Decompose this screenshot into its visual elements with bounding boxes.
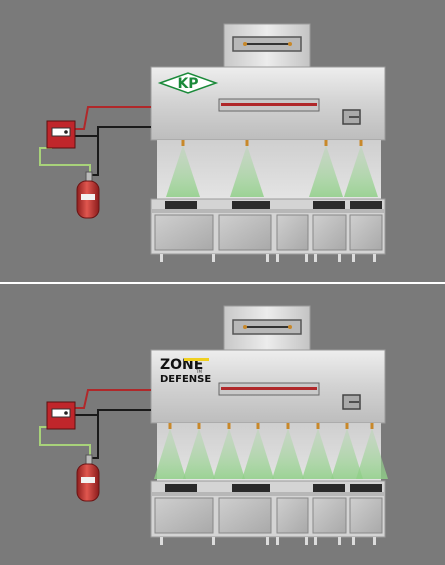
- logo-line2: DEFENSE: [160, 374, 211, 385]
- nozzle: [324, 140, 328, 146]
- appliance-doors: [154, 214, 383, 251]
- kp-logo: KP: [157, 72, 219, 94]
- nozzle: [286, 423, 290, 429]
- nozzle: [197, 423, 201, 429]
- appliance-legs: [160, 537, 376, 545]
- nozzle: [316, 423, 320, 429]
- spray-cone: [356, 428, 388, 479]
- spray-cone: [302, 428, 334, 479]
- agent-cylinder: [76, 454, 100, 502]
- appliance-legs: [160, 254, 376, 262]
- spray-cone: [242, 428, 274, 479]
- panel-top: KP: [39, 23, 386, 262]
- nozzle: [181, 140, 185, 146]
- panel-bottom: ZONE TM DEFENSE: [39, 305, 388, 545]
- spray-cone: [213, 428, 245, 479]
- zone-defense-logo: ZONE TM DEFENSE: [160, 357, 211, 385]
- range-tops: [165, 484, 382, 492]
- spray-cone: [309, 145, 343, 197]
- nozzle: [227, 423, 231, 429]
- appliance-doors: [154, 497, 383, 534]
- release-control-box: [46, 120, 76, 149]
- nozzle: [345, 423, 349, 429]
- range-tops: [165, 201, 382, 209]
- spray-cone: [230, 145, 264, 197]
- nozzle: [256, 423, 260, 429]
- release-control-box: [46, 401, 76, 430]
- spray-cones: [154, 423, 388, 479]
- agent-cylinder: [76, 171, 100, 219]
- panel-divider: [0, 282, 445, 284]
- spray-cone: [154, 428, 186, 479]
- wiring: [39, 389, 151, 461]
- spray-cone: [183, 428, 215, 479]
- spray-cone: [272, 428, 304, 479]
- nozzle: [168, 423, 172, 429]
- spray-cone: [344, 145, 378, 197]
- wiring: [39, 106, 151, 178]
- nozzle: [245, 140, 249, 146]
- spray-cone: [331, 428, 363, 479]
- nozzle: [359, 140, 363, 146]
- nozzle: [370, 423, 374, 429]
- logo-text: KP: [177, 76, 198, 92]
- spray-cone: [166, 145, 200, 197]
- spray-cones: [166, 140, 378, 197]
- logo-trademark: TM: [195, 369, 202, 374]
